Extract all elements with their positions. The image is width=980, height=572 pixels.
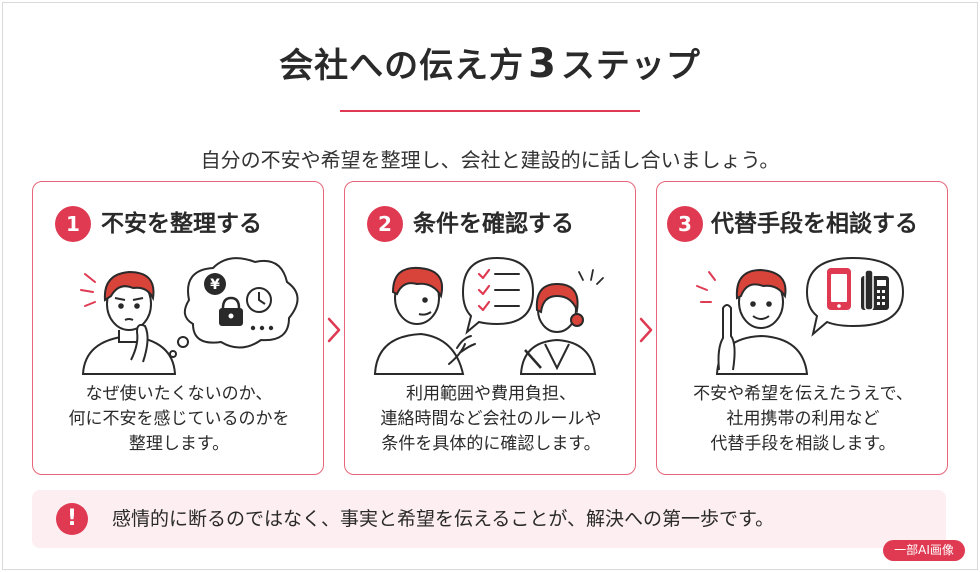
note-text: 感情的に断るのではなく、事実と希望を伝えることが、解決への第一歩です。 <box>112 508 775 530</box>
step-1-desc-line-3: 整理します。 <box>128 434 230 454</box>
speech-bubble-icon <box>461 256 535 335</box>
clock-icon <box>246 287 272 313</box>
step-title-1: 不安を整理する <box>101 211 262 237</box>
worry-lines-icon <box>80 273 96 307</box>
step-card-1: 1 不安を整理する ¥ <box>32 181 324 475</box>
step-card-3: 3 代替手段を相談する <box>656 181 948 475</box>
yen-glyph: ¥ <box>210 277 220 293</box>
chevron-right-icon <box>639 317 653 343</box>
page-subtitle: 自分の不安や希望を整理し、会社と建設的に話し合いましょう。 <box>200 148 780 172</box>
step-1-desc-line-2: 何に不安を感じているのかを <box>68 409 290 429</box>
step-header-2: 2 条件を確認する <box>345 204 635 244</box>
step-2-desc-line-2: 連絡時間など会社のルールや <box>380 409 602 429</box>
sparkle-lines-icon <box>578 269 604 285</box>
step-header-1: 1 不安を整理する <box>33 204 323 244</box>
step-description-2: 利用範囲や費用負担、 連絡時間など会社のルールや 条件を具体的に確認します。 <box>351 382 631 457</box>
exclamation-icon: ! <box>56 503 88 535</box>
office-phone-icon <box>861 269 889 311</box>
key-point-note: ! 感情的に断るのではなく、事実と希望を伝えることが、解決への第一歩です。 <box>32 490 946 548</box>
step-description-3: 不安や希望を伝えたうえで、 社用携帯の利用など 代替手段を相談します。 <box>663 382 943 457</box>
step-3-desc-line-1: 不安や希望を伝えたうえで、 <box>693 384 913 404</box>
ellipsis-icon <box>250 325 274 331</box>
step-title-3: 代替手段を相談する <box>711 211 918 237</box>
title-after: ステップ <box>560 46 701 86</box>
step-3-desc-line-3: 代替手段を相談します。 <box>710 434 896 454</box>
title-number: 3 <box>528 41 557 87</box>
person-explaining-icon <box>373 266 476 375</box>
person-pointing-icon <box>715 268 809 375</box>
step-description-1: なぜ使いたくないのか、 何に不安を感じているのかを 整理します。 <box>39 382 319 457</box>
lock-icon <box>219 296 243 326</box>
step-1-desc-line-1: なぜ使いたくないのか、 <box>85 384 273 404</box>
step-header-3: 3 代替手段を相談する <box>657 204 947 244</box>
step-title-2: 条件を確認する <box>413 211 574 237</box>
person-writing-icon <box>519 282 597 375</box>
step-number-badge-1: 1 <box>55 206 91 242</box>
step-illustration-1: ¥ <box>80 257 299 375</box>
step-illustration-2 <box>373 256 604 375</box>
title-underline <box>340 110 640 112</box>
chevron-right-icon <box>327 317 341 343</box>
step-3-desc-line-2: 社用携帯の利用など <box>726 409 880 429</box>
step-number-badge-2: 2 <box>367 206 403 242</box>
smartphone-icon <box>827 268 851 310</box>
checklist-icon <box>477 268 520 312</box>
step-2-desc-line-3: 条件を具体的に確認します。 <box>381 434 601 454</box>
step-number-badge-3: 3 <box>667 206 703 242</box>
title-before: 会社への伝え方 <box>279 46 525 86</box>
person-thinking-icon <box>81 270 177 375</box>
idea-lines-icon <box>696 271 716 303</box>
ai-image-badge: 一部AI画像 <box>883 540 965 561</box>
step-card-2: 2 条件を確認する <box>344 181 636 475</box>
step-2-desc-line-1: 利用範囲や費用負担、 <box>406 384 576 404</box>
thought-bubble-icon <box>169 257 299 358</box>
step-illustration-3 <box>696 256 905 375</box>
yen-icon: ¥ <box>204 273 226 295</box>
